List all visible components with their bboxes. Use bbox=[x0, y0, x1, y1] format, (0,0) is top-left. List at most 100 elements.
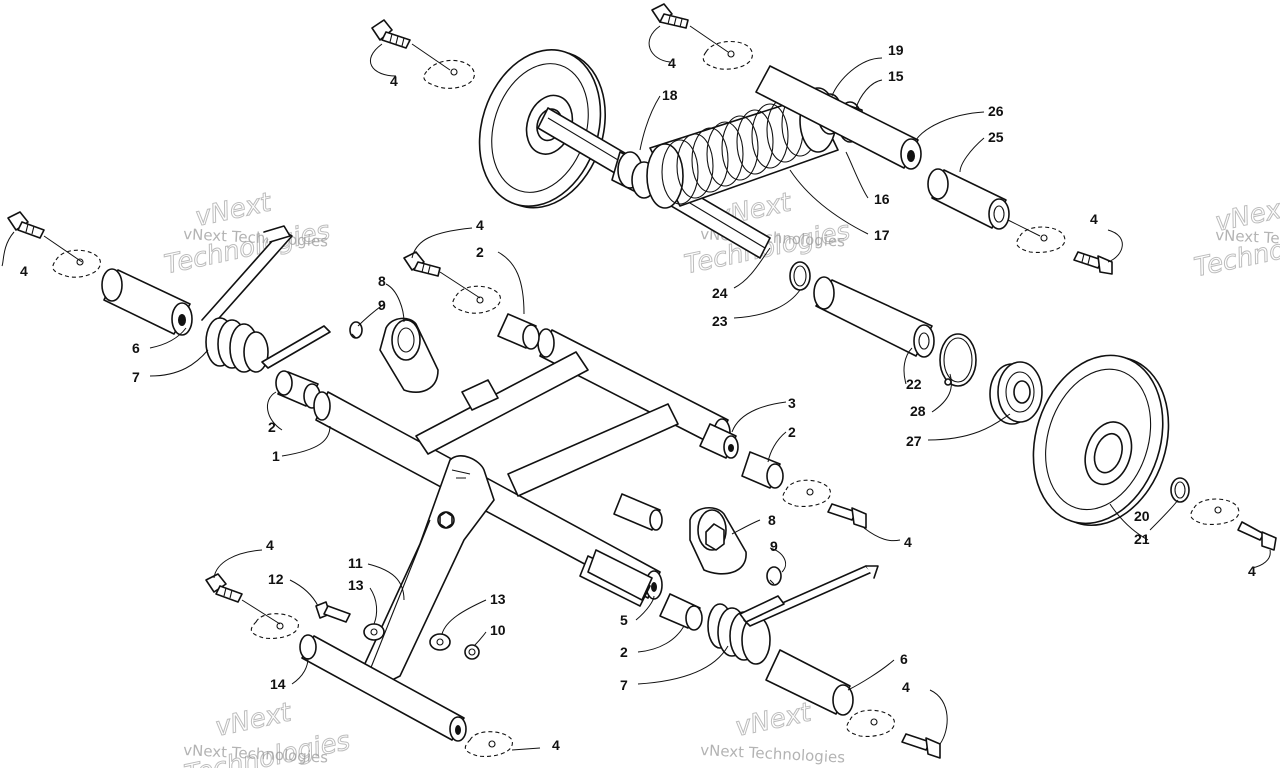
watermark-text: vNext Technologies bbox=[700, 741, 846, 767]
nut-10 bbox=[464, 644, 480, 660]
callout-13: 13 bbox=[348, 577, 364, 593]
lower-left-hardware bbox=[299, 601, 480, 742]
callout-2: 2 bbox=[476, 244, 484, 260]
torsion-spring-7-left bbox=[201, 225, 331, 373]
washer-4 bbox=[702, 41, 753, 70]
washer-4 bbox=[452, 285, 501, 314]
callout-4: 4 bbox=[390, 73, 398, 89]
callout-27: 27 bbox=[906, 433, 922, 449]
washer-4 bbox=[464, 731, 513, 758]
callout-7: 7 bbox=[620, 677, 628, 693]
callout-6: 6 bbox=[132, 340, 140, 356]
callout-21: 21 bbox=[1134, 531, 1150, 547]
callout-23: 23 bbox=[712, 313, 728, 329]
bushing-2-left bbox=[275, 370, 321, 409]
snap-ring-9-lower bbox=[766, 566, 782, 586]
callout-9: 9 bbox=[770, 538, 778, 554]
callout-20: 20 bbox=[1134, 508, 1150, 524]
bushing-2-top bbox=[497, 313, 540, 350]
callout-5: 5 bbox=[620, 612, 628, 628]
callout-4: 4 bbox=[668, 55, 676, 71]
callout-22: 22 bbox=[906, 376, 922, 392]
callout-2: 2 bbox=[268, 419, 276, 435]
callout-4: 4 bbox=[902, 679, 910, 695]
callout-4: 4 bbox=[20, 263, 28, 279]
bolt-4 bbox=[1237, 521, 1277, 551]
callout-10: 10 bbox=[490, 622, 506, 638]
spacer-6-left bbox=[101, 268, 193, 336]
callout-2: 2 bbox=[788, 424, 796, 440]
callout-4: 4 bbox=[1248, 563, 1256, 579]
bolt-4 bbox=[1073, 251, 1113, 275]
bearing-27 bbox=[989, 361, 1043, 425]
callout-25: 25 bbox=[988, 129, 1004, 145]
callout-4: 4 bbox=[552, 737, 560, 753]
callout-24: 24 bbox=[712, 285, 728, 301]
bolt-4 bbox=[371, 19, 411, 49]
callout-2: 2 bbox=[620, 644, 628, 660]
callout-18: 18 bbox=[662, 87, 678, 103]
retaining-ring-20 bbox=[1170, 477, 1190, 503]
spacer-tube-22 bbox=[813, 276, 935, 358]
callout-6: 6 bbox=[900, 651, 908, 667]
bushing-2-bottom bbox=[659, 593, 703, 631]
callout-4: 4 bbox=[266, 537, 274, 553]
leader-lines bbox=[149, 57, 1179, 691]
callout-1: 1 bbox=[272, 448, 280, 464]
callout-4: 4 bbox=[1090, 211, 1098, 227]
callout-15: 15 bbox=[888, 68, 904, 84]
callout-28: 28 bbox=[910, 403, 926, 419]
pivot-block-8-lower bbox=[689, 507, 747, 575]
upper-wheel-assembly bbox=[478, 49, 1190, 527]
washer-4 bbox=[846, 709, 895, 738]
washer-13-right bbox=[429, 633, 451, 651]
shaft-14 bbox=[299, 634, 467, 742]
callout-8: 8 bbox=[768, 512, 776, 528]
left-spring-assembly bbox=[101, 225, 331, 409]
snap-ring-28 bbox=[939, 333, 977, 387]
bolt-4 bbox=[827, 503, 867, 529]
washer-4 bbox=[782, 479, 831, 508]
watermark-5: vNext bbox=[732, 697, 815, 743]
washer-4 bbox=[1016, 226, 1066, 254]
spacer-6-right bbox=[765, 649, 854, 716]
bolt-4 bbox=[651, 3, 689, 29]
callout-labels: 1 2 2 2 2 3 4 4 4 4 4 4 4 4 4 4 5 6 6 7 … bbox=[20, 42, 1256, 753]
bolt-4 bbox=[901, 733, 941, 759]
washer-4 bbox=[1190, 498, 1240, 526]
callout-14: 14 bbox=[270, 676, 286, 692]
idler-wheel-21 bbox=[1032, 354, 1170, 527]
callout-9: 9 bbox=[378, 297, 386, 313]
washer-4 bbox=[423, 59, 475, 89]
callout-12: 12 bbox=[268, 571, 284, 587]
callout-8: 8 bbox=[378, 273, 386, 289]
torsion-spring-7-right bbox=[707, 565, 879, 665]
callout-4: 4 bbox=[476, 217, 484, 233]
washer-4 bbox=[52, 249, 101, 278]
callout-26: 26 bbox=[988, 103, 1004, 119]
spacer-tube-26 bbox=[755, 65, 922, 170]
bushing-2-right bbox=[741, 451, 784, 489]
callout-4: 4 bbox=[904, 534, 912, 550]
bolt-4 bbox=[205, 573, 243, 603]
watermark-text-big: vNext bbox=[733, 698, 815, 743]
bolt-4 bbox=[7, 211, 45, 239]
callout-17: 17 bbox=[874, 227, 890, 243]
callout-16: 16 bbox=[874, 191, 890, 207]
washer-4 bbox=[250, 613, 299, 640]
callout-3: 3 bbox=[788, 395, 796, 411]
washer-13-left bbox=[363, 623, 385, 641]
callout-13: 13 bbox=[490, 591, 506, 607]
rear-arm-1 bbox=[313, 328, 739, 687]
spacer-tube-25 bbox=[927, 168, 1010, 230]
right-spring-assembly bbox=[707, 565, 879, 716]
callout-7: 7 bbox=[132, 369, 140, 385]
pivot-block-8-upper bbox=[379, 317, 439, 394]
snap-ring-9-upper bbox=[349, 321, 363, 339]
watermark-text-big: vNext bbox=[213, 698, 295, 743]
callout-11: 11 bbox=[348, 555, 363, 571]
cap-screw-12 bbox=[315, 601, 351, 623]
bolt-group bbox=[1, 3, 1277, 759]
